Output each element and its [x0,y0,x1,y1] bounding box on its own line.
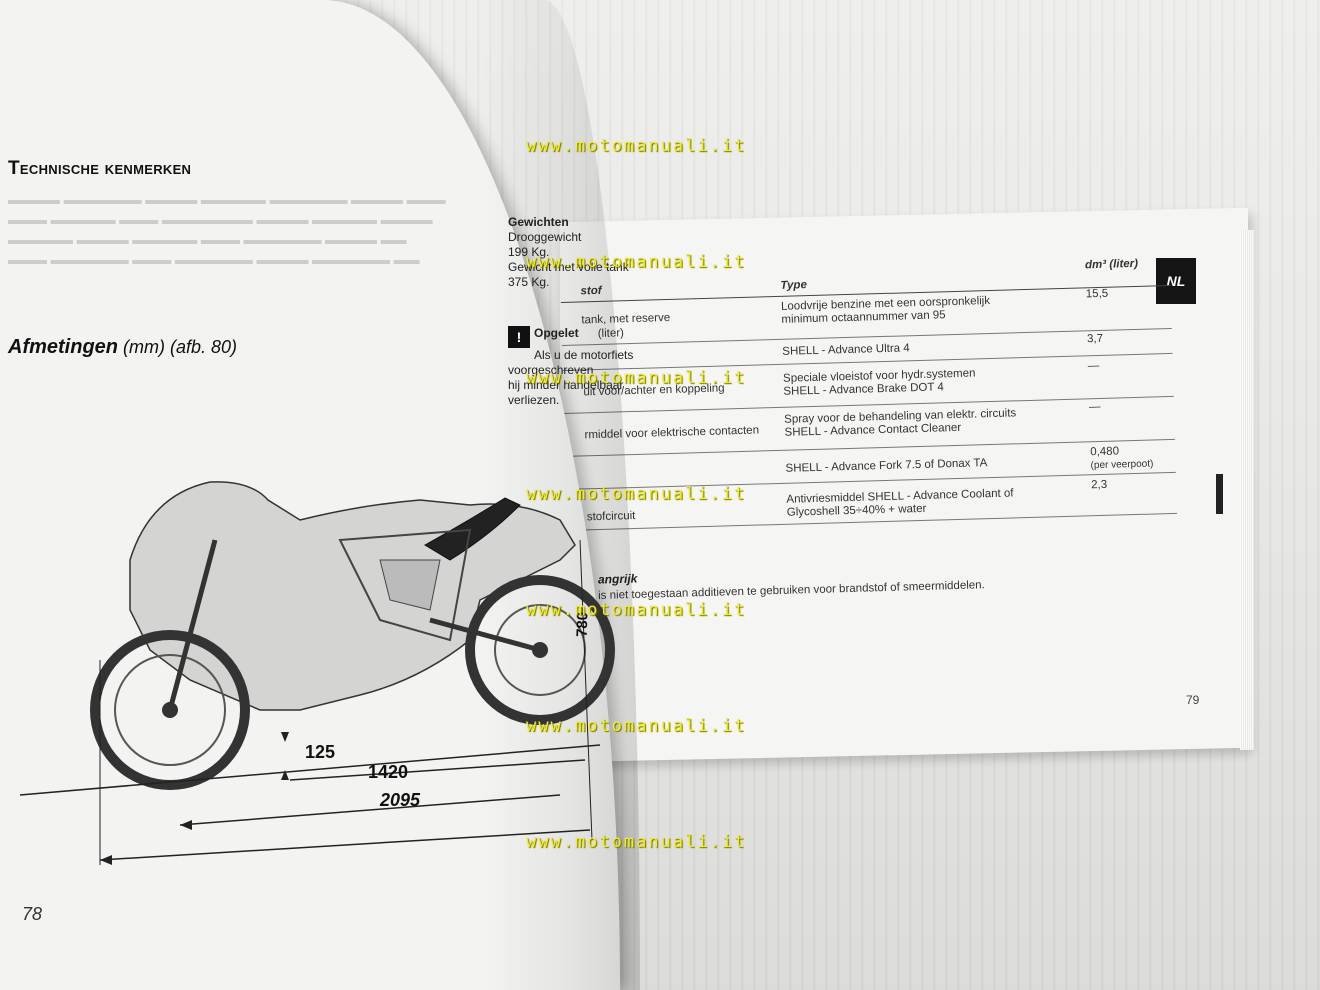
row-qty-note: (per veerpoot) [1090,458,1154,472]
watermark: www.motomanuali.it [526,136,747,156]
row-qty: 15,5 [1085,287,1109,301]
front-tyre [90,630,250,790]
rear-tyre [465,575,615,725]
seat [424,497,521,561]
wheelbase-line [289,759,586,781]
warning-icon: ! [508,326,530,348]
watermark: www.motomanuali.it [526,252,747,272]
weights-line: 199 Kg. [508,245,550,259]
frame [338,528,472,642]
arrow-head [180,820,192,830]
weights-line: Drooggewicht [508,230,582,244]
warning-line: hij minder handelbaar [508,378,624,392]
swingarm [429,617,541,653]
front-fork [167,539,218,711]
arrow-head [281,732,289,742]
watermark: www.motomanuali.it [526,716,747,736]
length-line [99,829,591,861]
length-inner-line [179,794,561,826]
warning-line: voorgeschreven [508,363,594,377]
dimension-wheelbase: 1420 [368,762,409,782]
section-heading-rest: (mm) (afb. 80) [118,337,238,357]
front-disc [114,654,226,766]
row-qty: 2,3 [1090,478,1108,492]
weights-line: 375 Kg. [508,275,550,289]
page-stack-edge [1240,229,1254,751]
row-qty: — [1087,359,1100,373]
section-heading-bold: Afmetingen [8,336,118,358]
row-type: SHELL - Advance Fork 7.5 of Donax TA [785,457,988,475]
warning-line: Als u de motorfiets [534,348,634,362]
language-tab: NL [1156,258,1196,304]
watermark: www.motomanuali.it [526,484,747,504]
section-heading: Afmetingen (mm) (afb. 80) [8,336,237,359]
header-col3: dm³ (liter) [1084,257,1139,272]
watermark: www.motomanuali.it [526,368,747,388]
engine [379,559,441,611]
arrow-head [100,855,112,865]
rear-rim [494,604,586,696]
weights-line: Gewicht met volle tank [508,260,629,274]
motorcycle-diagram [19,481,615,865]
warning-line: verliezen. [508,393,560,407]
row-qty: — [1088,400,1101,414]
warning-block: ! Opgelet Als u de motorfiets voorgeschre… [508,326,633,408]
weights-heading: Gewichten [508,215,569,229]
dimension-length: 2095 [380,790,421,810]
warning-heading: Opgelet [534,326,579,340]
page-number-left: 78 [22,904,43,924]
ground-line [19,744,601,796]
watermark: www.motomanuali.it [526,832,747,852]
side-marker [1216,474,1223,514]
extension-line-rear [579,539,593,841]
row-qty: 3,7 [1086,332,1104,346]
bleed-through-text: ▬▬▬▬ ▬▬▬▬▬▬ ▬▬▬▬ ▬▬▬▬▬ ▬▬▬▬▬▬ ▬▬▬▬ ▬▬▬ ▬… [8,192,446,267]
dimension-ground-clearance: 125 [305,742,336,762]
page-title: Technische kenmerken [8,158,192,179]
weights-block: Gewichten Drooggewicht 199 Kg. Gewicht m… [508,215,629,290]
row-type: SHELL - Advance Ultra 4 [782,342,910,358]
page-number-right: 79 [1186,693,1200,707]
watermark: www.motomanuali.it [526,600,747,620]
arrow-head [281,770,289,780]
